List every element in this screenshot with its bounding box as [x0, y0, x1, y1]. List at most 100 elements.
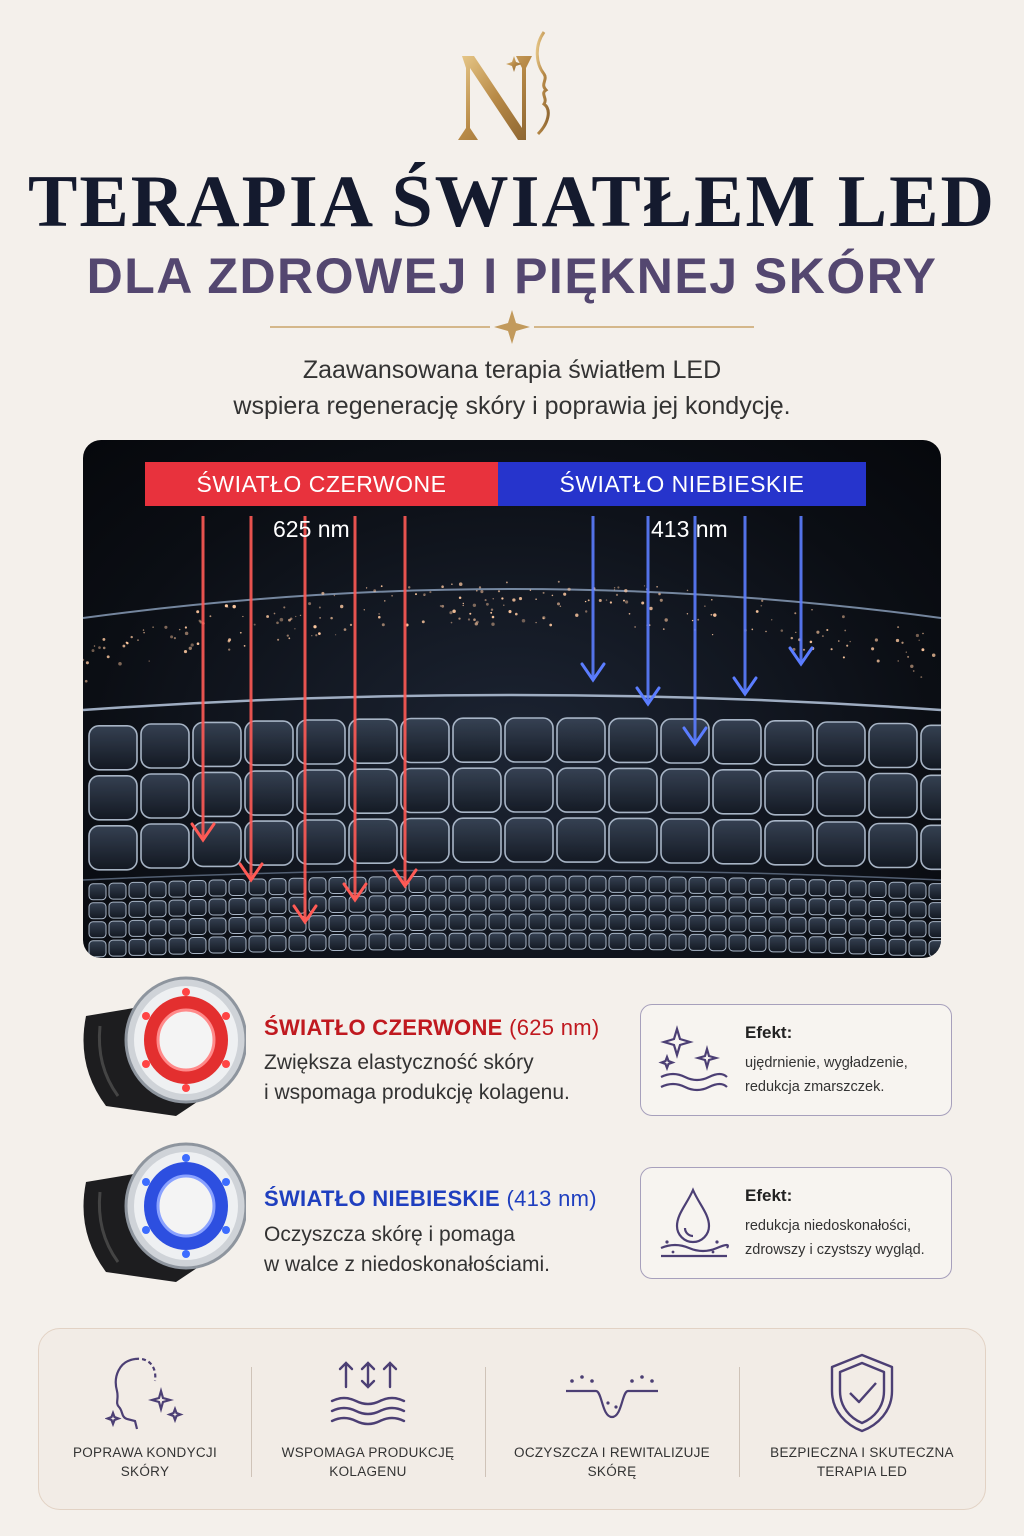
particle — [901, 641, 904, 644]
skin-cell — [400, 717, 450, 764]
skin-cell — [608, 717, 658, 764]
particle — [794, 612, 797, 615]
divider-star-icon — [270, 310, 754, 344]
particle — [605, 599, 608, 601]
particle — [363, 609, 365, 611]
skin-cell — [668, 933, 687, 951]
particle — [549, 623, 553, 627]
page-subtitle: DLA ZDROWEJ I PIĘKNEJ SKÓRY — [86, 248, 938, 304]
particle — [628, 612, 631, 615]
skin-cell — [660, 718, 710, 764]
particle — [567, 587, 571, 591]
skin-cell — [712, 768, 762, 815]
particle — [380, 585, 383, 588]
red-light-name: ŚWIATŁO CZERWONE — [264, 1015, 503, 1040]
red-light-arrow — [190, 516, 216, 843]
skin-cell — [928, 940, 941, 958]
skin-cell — [268, 916, 287, 934]
light-arrows — [190, 516, 814, 925]
particle — [830, 648, 833, 651]
feature-collagen: WSPOMAGA PRODUKCJĘ KOLAGENU — [251, 1329, 485, 1509]
particle — [439, 605, 442, 607]
skin-cell — [556, 817, 606, 863]
skin-cell — [428, 913, 447, 931]
particle — [910, 664, 914, 669]
particle — [473, 618, 476, 621]
particle — [912, 670, 915, 672]
feature-1-line-2: SKÓRY — [120, 1464, 170, 1479]
blue-light-description: Oczyszcza skórę i pomaga w walce z niedo… — [264, 1220, 550, 1280]
particle — [190, 643, 194, 647]
particle — [760, 604, 763, 607]
particle — [491, 615, 495, 619]
skin-cell — [228, 879, 247, 896]
particle — [458, 596, 462, 600]
particle — [243, 645, 246, 647]
particle — [641, 601, 645, 605]
particle — [826, 628, 829, 632]
particle — [478, 586, 482, 589]
skin-cell — [928, 902, 941, 920]
skin-cell — [452, 767, 502, 814]
skin-cell — [328, 934, 347, 951]
skin-cell — [768, 935, 787, 953]
skin-cell — [88, 724, 138, 771]
skin-cell — [296, 769, 346, 815]
skin-cell — [296, 819, 346, 865]
particle — [613, 589, 616, 591]
particle — [125, 641, 128, 644]
blue-effect-label: Efekt: — [745, 1186, 793, 1205]
blue-light-title: ŚWIATŁO NIEBIESKIE (413 nm) — [264, 1186, 597, 1212]
particle — [228, 648, 231, 651]
skin-cell — [408, 895, 427, 912]
skin-cell — [448, 932, 467, 950]
skin-cell — [868, 722, 918, 769]
skin-cell — [920, 724, 941, 771]
skin-cell — [148, 938, 167, 956]
particle — [617, 586, 620, 589]
particle — [178, 628, 181, 631]
particle — [452, 609, 456, 613]
skin-cell — [688, 876, 707, 894]
skin-diagram-panel: ŚWIATŁO CZERWONE ŚWIATŁO NIEBIESKIE 625 … — [83, 440, 941, 958]
skin-cell — [228, 898, 247, 915]
red-light-arrow-head — [292, 904, 318, 925]
particle — [920, 676, 923, 679]
particle — [480, 590, 484, 594]
skin-cell — [208, 898, 227, 916]
skin-layers-illustration — [83, 516, 941, 958]
skin-cell — [88, 921, 107, 939]
skin-cell — [228, 936, 247, 953]
particle — [624, 600, 629, 604]
skin-cell — [688, 914, 707, 932]
feature-2-line-1: WSPOMAGA PRODUKCJĘ — [281, 1445, 455, 1460]
particle — [378, 613, 380, 615]
skin-cell — [868, 900, 887, 917]
skin-cell — [148, 919, 167, 937]
skin-cell — [488, 894, 507, 912]
skin-cell — [188, 880, 207, 897]
particle — [475, 589, 478, 592]
blue-light-arrow-head — [580, 662, 606, 683]
red-light-arrow-head — [342, 882, 368, 903]
skin-cell — [88, 774, 138, 821]
particle — [85, 661, 89, 665]
particle — [512, 598, 516, 602]
skin-cell — [908, 939, 927, 957]
skin-cell — [88, 940, 107, 958]
particle — [467, 618, 471, 621]
skin-cell — [608, 817, 658, 864]
particle — [286, 634, 289, 637]
skin-cell — [548, 894, 567, 912]
skin-cell — [168, 880, 187, 898]
particle — [198, 619, 201, 622]
particle — [421, 620, 425, 624]
particle — [441, 604, 445, 608]
particle — [821, 635, 824, 638]
particle — [842, 615, 845, 619]
skin-cell — [908, 901, 927, 919]
feature-1-line-1: POPRAWA KONDYCJI — [72, 1445, 218, 1460]
blue-light-line-1: Oczyszcza skórę i pomaga — [264, 1223, 515, 1246]
particle — [122, 644, 126, 648]
skin-cell — [712, 818, 762, 865]
